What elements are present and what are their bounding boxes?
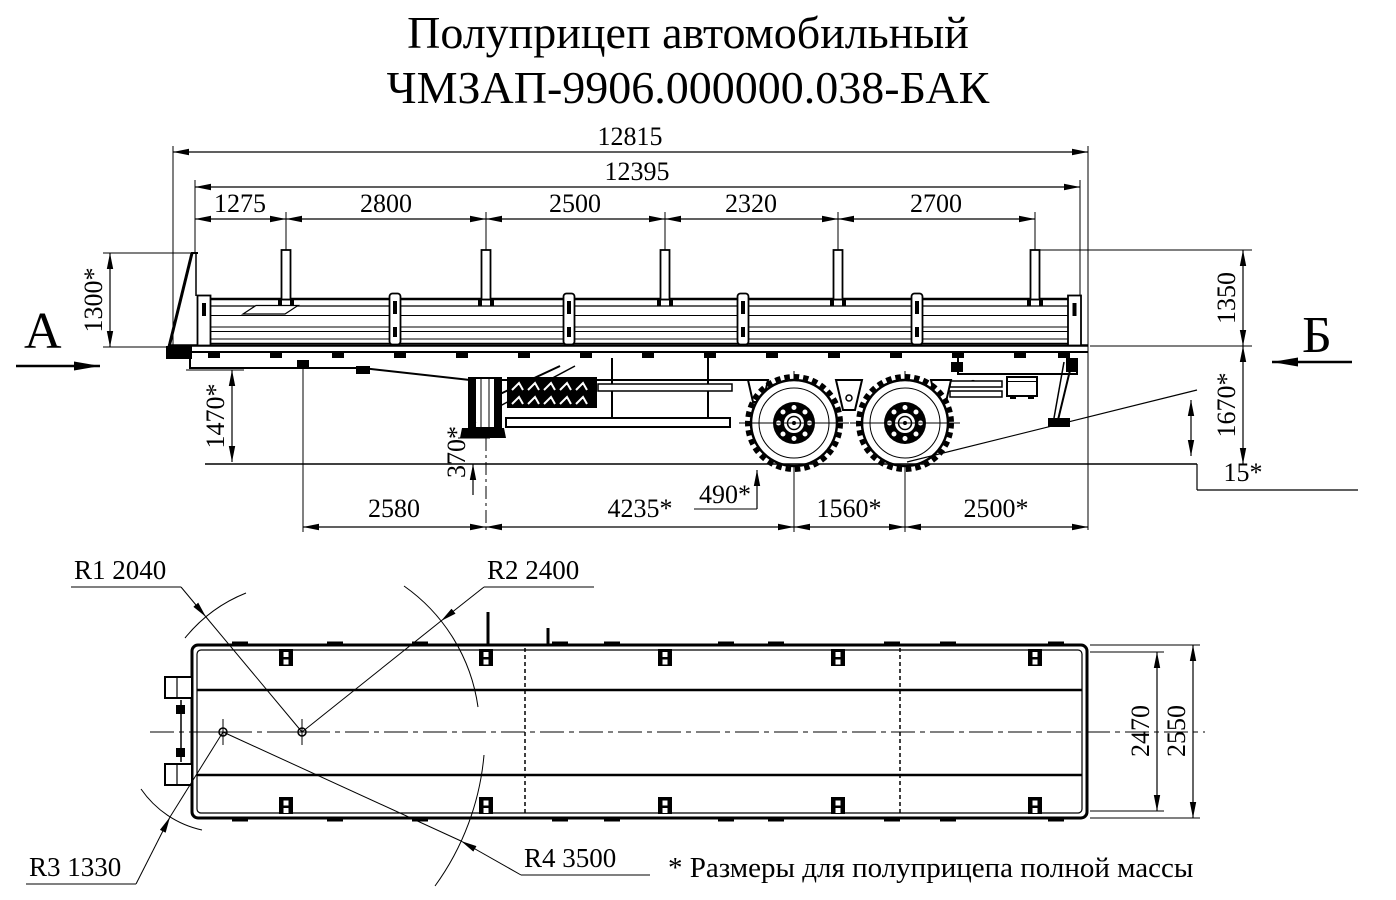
top-view-dimensions: 2470 2550 <box>1090 644 1200 819</box>
dim-supports-to-axle1: 4235* <box>608 494 673 523</box>
tarp-plate <box>240 304 301 315</box>
top-view <box>150 612 1205 822</box>
wheel-rear <box>850 374 960 472</box>
title-line-2: ЧМЗАП-9906.000000.038-БАК <box>387 62 990 113</box>
footnote: * Размеры для полуприцепа полной массы <box>668 852 1193 884</box>
section-label-b: Б <box>1302 307 1332 364</box>
title-line-1: Полуприцеп автомобильный <box>407 7 969 58</box>
toolbox <box>507 377 597 408</box>
dim-seg-1: 1275 <box>214 189 266 218</box>
dim-bracket-to-axle1-group: 490* <box>694 470 761 510</box>
mudflap <box>1048 418 1070 427</box>
section-view-labels: А Б <box>16 303 1352 371</box>
dim-seg-2: 2800 <box>360 189 412 218</box>
dim-platform-length: 12395 <box>605 157 670 186</box>
dim-bracket-to-axle1: 490* <box>699 480 751 509</box>
landing-gear <box>460 365 576 438</box>
stanchions <box>280 249 1041 301</box>
stanchion-clamps <box>278 300 1043 306</box>
kingpin-markers <box>210 719 315 745</box>
rear-corner-post <box>1067 294 1082 347</box>
dim-rear-overhang: 2500* <box>964 494 1029 523</box>
dim-seg-5: 2700 <box>910 189 962 218</box>
dim-axle-spacing: 1560* <box>817 494 882 523</box>
arc-r4 <box>434 754 485 887</box>
dim-front-board-height: 1300* <box>79 268 108 333</box>
dim-rear-board-height: 1350 <box>1212 272 1241 324</box>
arc-r3 <box>140 788 203 831</box>
stake-pockets <box>279 649 1042 814</box>
dim-departure-angle: 15* <box>1224 458 1263 487</box>
dim-seg-3: 2500 <box>549 189 601 218</box>
deck-hooks <box>208 352 1070 358</box>
departure-angle-bracket <box>1187 400 1358 491</box>
edge-hooks <box>232 641 1064 822</box>
turning-radii: R1 2040 R2 2400 R3 1330 R4 3500 <box>26 555 650 887</box>
dim-seg-4: 2320 <box>725 189 777 218</box>
front-fittings <box>164 676 193 786</box>
label-r1: R1 2040 <box>74 555 166 585</box>
label-r4: R4 3500 <box>524 843 616 873</box>
front-bumper <box>166 346 192 359</box>
wheel-front <box>739 374 849 472</box>
arc-r1 <box>184 592 247 639</box>
side-view <box>103 146 1358 532</box>
arc-r2 <box>403 585 479 708</box>
kingpin <box>297 360 309 369</box>
departure-angle-line <box>906 389 1198 463</box>
dim-rear-frame-height: 1670* <box>1212 373 1241 438</box>
label-r3: R3 1330 <box>29 852 121 882</box>
platform-boards <box>168 297 1088 353</box>
rear-equipment <box>1006 361 1073 427</box>
front-corner-post <box>196 294 212 347</box>
side-view-dimensions: 12815 12395 1275 2800 2500 2320 2700 130… <box>79 122 1263 531</box>
front-wall <box>166 252 198 359</box>
board-divider-posts <box>196 292 1082 347</box>
side-guard-rails <box>505 358 1003 428</box>
dim-front-frame-height: 1470* <box>201 384 230 449</box>
label-r2: R2 2400 <box>487 555 579 585</box>
section-label-a: А <box>24 303 62 360</box>
dim-kingpin-to-supports: 2580 <box>368 494 420 523</box>
dim-support-clearance: 370* <box>442 426 471 478</box>
dim-width-outer: 2550 <box>1162 705 1191 757</box>
dim-width-inner: 2470 <box>1126 705 1155 757</box>
dim-overall-length: 12815 <box>598 122 663 151</box>
